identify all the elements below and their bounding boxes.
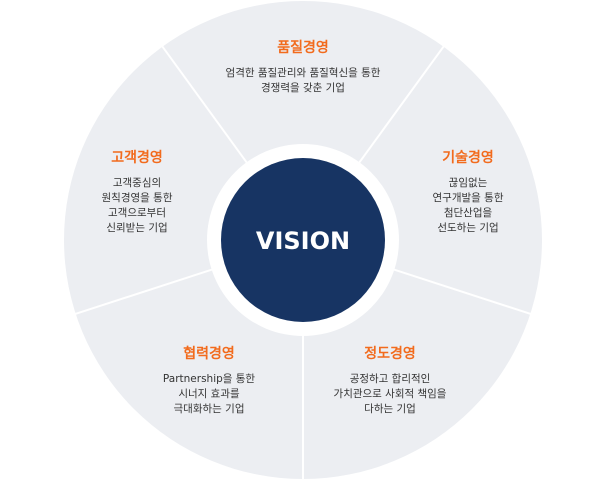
segment-ethical-management: 정도경영 공정하고 합리적인 가치관으로 사회적 책임을 다하는 기업 <box>334 345 447 415</box>
center-label: VISION <box>256 227 350 255</box>
segment-line: 극대화하는 기업 <box>174 402 245 415</box>
segment-line: 고객으로부터 <box>108 207 166 219</box>
segment-title: 협력경영 <box>183 345 235 362</box>
center-circle <box>221 158 385 322</box>
segment-cooperation-management: 협력경영 Partnership을 통한 시너지 효과를 극대화하는 기업 <box>163 345 256 415</box>
segment-line: 엄격한 품질관리와 품질혁신을 통한 <box>226 66 381 79</box>
segment-title: 고객경영 <box>111 149 163 166</box>
segment-line: 시너지 효과를 <box>178 388 240 400</box>
segment-line: 신뢰받는 기업 <box>106 221 167 234</box>
segment-line: 가치관으로 사회적 책임을 <box>334 387 447 400</box>
segment-line: 경쟁력을 갖춘 기업 <box>261 81 345 94</box>
segment-line: 공정하고 합리적인 <box>350 372 431 385</box>
segment-title: 기술경영 <box>442 149 494 166</box>
segment-customer-management: 고객경영 고객중심의 원칙경영을 통한 고객으로부터 신뢰받는 기업 <box>102 149 173 234</box>
segment-quality-management: 품질경영 엄격한 품질관리와 품질혁신을 통한 경쟁력을 갖춘 기업 <box>226 39 381 94</box>
segment-dividers <box>73 44 533 480</box>
segment-line: 끊임없는 <box>449 176 488 189</box>
segment-line: 원칙경영을 통한 <box>102 191 173 204</box>
segment-divider <box>73 267 216 316</box>
segment-line: 선도하는 기업 <box>437 221 498 234</box>
segment-divider <box>356 44 446 167</box>
segment-line: 고객중심의 <box>113 177 161 189</box>
segment-line: 연구개발을 통한 <box>433 192 504 204</box>
segment-title: 정도경영 <box>364 345 416 362</box>
segment-line: 첨단산업을 <box>444 206 493 219</box>
segment-line: 다하는 기업 <box>364 402 416 415</box>
segment-divider <box>160 44 250 167</box>
segment-divider <box>390 267 533 316</box>
segment-technology-management: 기술경영 끊임없는 연구개발을 통한 첨단산업을 선도하는 기업 <box>433 149 504 234</box>
segment-title: 품질경영 <box>277 39 329 56</box>
segment-line: Partnership을 통한 <box>163 373 256 385</box>
